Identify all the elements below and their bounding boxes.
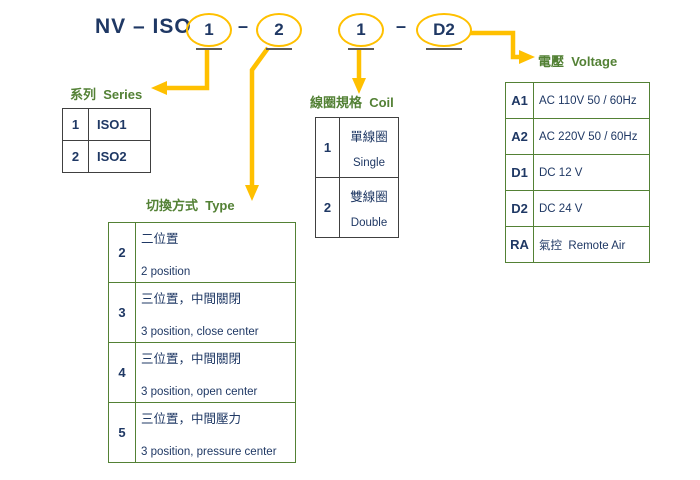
type-desc-zh: 二位置 (141, 232, 179, 246)
series-value-circle: 1 (186, 13, 232, 50)
series-label: 系列 Series (70, 87, 143, 102)
voltage-code-cell: RA (506, 227, 534, 263)
voltage-value-circle: D2 (416, 13, 472, 50)
coil-code-cell: 1 (316, 118, 340, 178)
coil-desc-zh: 雙線圈 (350, 190, 388, 204)
type-table: 2 二位置 2 position 3 三位置，中間關閉 3 position, … (108, 222, 296, 463)
voltage-desc-cell: DC 24 V (534, 191, 650, 227)
series-code-cell: 2 (63, 141, 89, 173)
voltage-desc-cell: AC 220V 50 / 60Hz (534, 119, 650, 155)
voltage-desc-cell: AC 110V 50 / 60Hz (534, 83, 650, 119)
type-desc-cell: 三位置，中間關閉 3 position, close center (136, 283, 296, 343)
voltage-code-cell: D1 (506, 155, 534, 191)
type-desc-zh: 三位置，中間壓力 (141, 412, 242, 426)
voltage-code-cell: D2 (506, 191, 534, 227)
coil-desc-cell: 單線圈 Single (340, 118, 399, 178)
arrow-series (151, 49, 210, 95)
coil-desc-en: Double (350, 217, 388, 229)
code-separator-2: – (396, 16, 407, 36)
coil-value-circle: 1 (338, 13, 384, 50)
coil-table: 1 單線圈 Single 2 雙線圈 Double (315, 117, 399, 238)
type-desc-zh: 三位置，中間關閉 (141, 292, 242, 306)
series-code-cell: 1 (63, 109, 89, 141)
coil-desc-zh: 單線圈 (350, 130, 388, 144)
type-desc-cell: 二位置 2 position (136, 223, 296, 283)
voltage-desc-cell: DC 12 V (534, 155, 650, 191)
series-desc-cell: ISO2 (89, 141, 151, 173)
arrow-series-head (151, 81, 167, 95)
type-code-cell: 2 (109, 223, 136, 283)
coil-desc-en: Single (353, 157, 385, 169)
voltage-label: 電壓 Voltage (538, 54, 618, 69)
series-table: 1 ISO1 2 ISO2 (62, 108, 151, 173)
code-separator-1: – (238, 16, 249, 36)
coil-desc-cell: 雙線圈 Double (340, 178, 399, 238)
arrow-voltage-head (519, 50, 535, 64)
type-label: 切換方式 Type (146, 198, 235, 213)
type-code-cell: 4 (109, 343, 136, 403)
arrow-coil (352, 49, 366, 94)
arrow-type-line (249, 46, 270, 186)
type-code-cell: 5 (109, 403, 136, 463)
type-desc-zh: 三位置，中間關閉 (141, 352, 242, 366)
type-desc-en: 3 position, open center (141, 386, 258, 398)
voltage-code-cell: A1 (506, 83, 534, 119)
type-desc-en: 3 position, close center (141, 326, 259, 338)
arrow-series-line (167, 49, 210, 91)
arrow-voltage-line (470, 30, 520, 60)
type-desc-en: 3 position, pressure center (141, 446, 277, 458)
coil-label: 線圈規格 Coil (310, 95, 394, 110)
voltage-code-cell: A2 (506, 119, 534, 155)
arrow-voltage (470, 30, 535, 64)
voltage-table: A1 AC 110V 50 / 60Hz A2 AC 220V 50 / 60H… (505, 82, 650, 263)
voltage-desc-cell: 氣控 Remote Air (534, 227, 650, 263)
coil-code-cell: 2 (316, 178, 340, 238)
type-desc-cell: 三位置，中間關閉 3 position, open center (136, 343, 296, 403)
code-prefix: NV – ISO (95, 15, 192, 38)
series-desc-cell: ISO1 (89, 109, 151, 141)
arrow-type (245, 46, 270, 201)
type-desc-cell: 三位置，中間壓力 3 position, pressure center (136, 403, 296, 463)
type-code-cell: 3 (109, 283, 136, 343)
type-value-circle: 2 (256, 13, 302, 50)
arrow-type-head (245, 185, 259, 201)
type-desc-en: 2 position (141, 266, 191, 278)
